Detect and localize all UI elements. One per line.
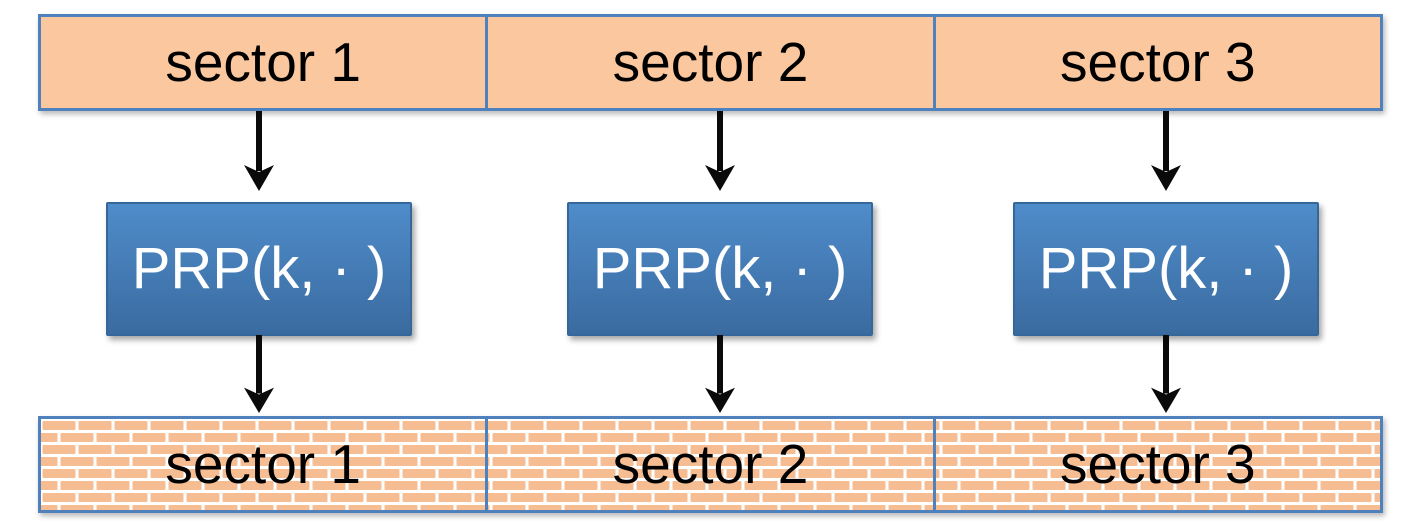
sector-label: sector 1: [165, 433, 361, 495]
sector-cell-top-2: sector 2: [488, 17, 936, 108]
arrow-down-icon: [703, 335, 737, 413]
sector-cell-top-1: sector 1: [41, 17, 489, 108]
arrow-down-icon: [703, 111, 737, 191]
prp-box-1: PRP(k, · ): [106, 202, 412, 336]
prp-label: PRP(k, · ): [131, 236, 387, 301]
sector-label: sector 3: [1059, 31, 1256, 93]
sector-label: sector 2: [612, 433, 809, 495]
prp-label: PRP(k, · ): [1038, 236, 1294, 301]
plaintext-sector-cells: sector 1 sector 2 sector 3: [41, 17, 1380, 108]
plaintext-sector-bar: sector 1 sector 2 sector 3: [38, 14, 1383, 111]
sector-label: sector 2: [612, 31, 809, 93]
sector-cell-top-3: sector 3: [936, 17, 1380, 108]
prp-box-2: PRP(k, · ): [567, 202, 873, 336]
sector-label: sector 1: [165, 31, 361, 93]
sector-cell-bottom-3: sector 3: [936, 419, 1380, 510]
sector-cell-bottom-1: sector 1: [41, 419, 489, 510]
encrypted-sector-cells: sector 1 sector 2 sector 3: [41, 419, 1380, 510]
sector-label: sector 3: [1059, 433, 1256, 495]
arrow-down-icon: [242, 335, 276, 413]
prp-label: PRP(k, · ): [592, 236, 848, 301]
arrow-down-icon: [242, 111, 276, 191]
prp-box-3: PRP(k, · ): [1013, 202, 1319, 336]
arrow-down-icon: [1149, 335, 1183, 413]
arrow-down-icon: [1149, 111, 1183, 191]
encrypted-sector-bar: sector 1 sector 2 sector 3: [38, 416, 1383, 513]
sector-cell-bottom-2: sector 2: [488, 419, 936, 510]
brick-pattern: [41, 419, 1380, 510]
